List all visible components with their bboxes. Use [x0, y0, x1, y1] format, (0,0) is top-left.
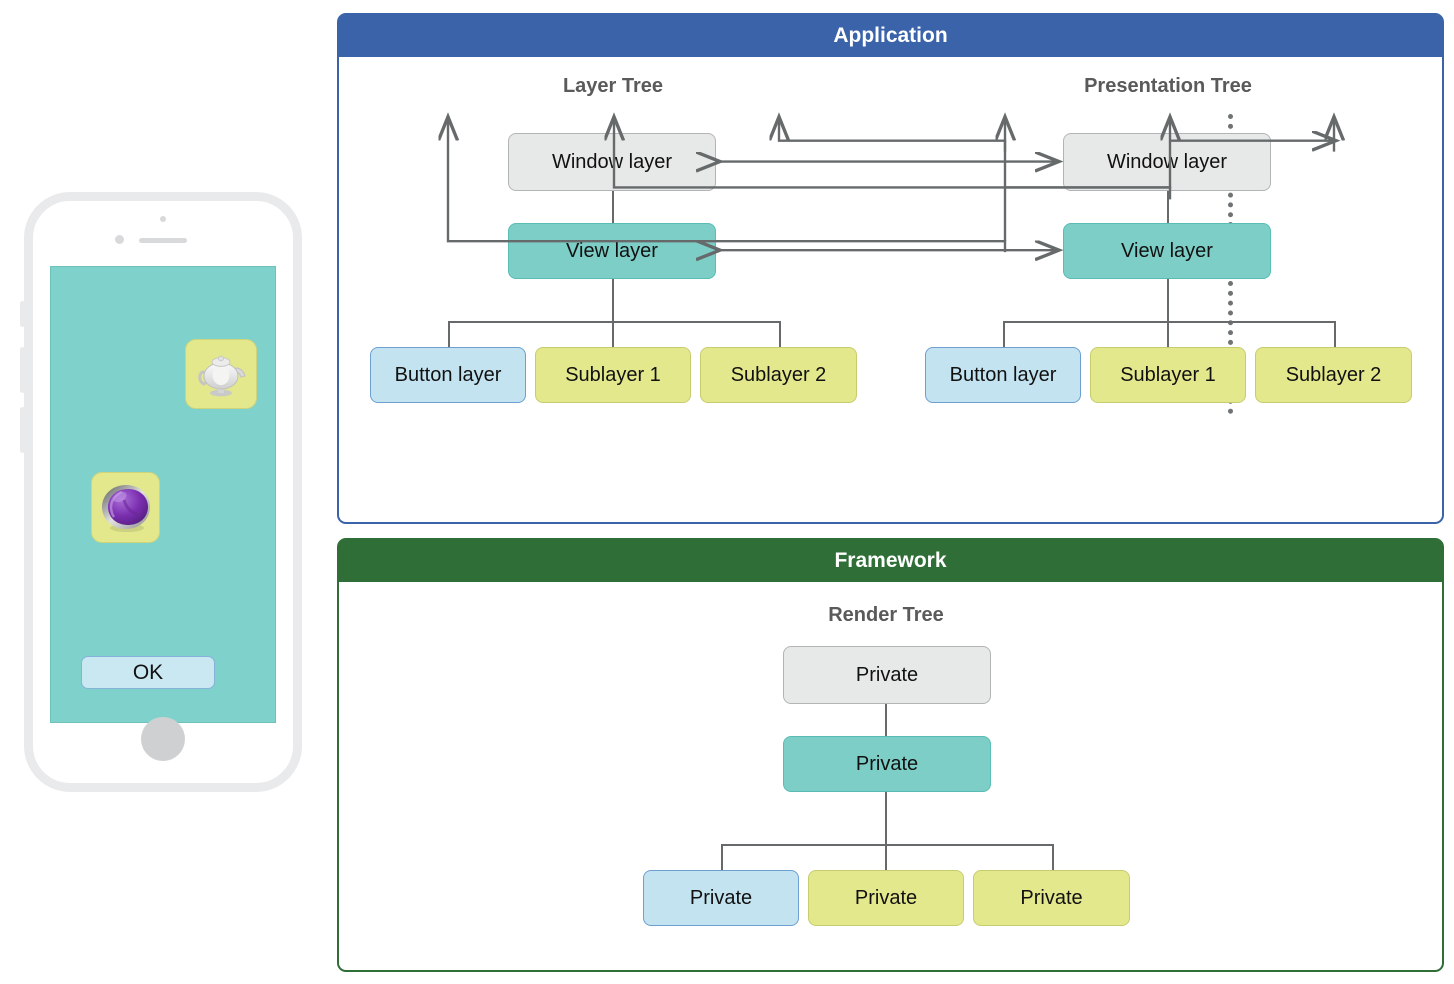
connector-drop-button-left: [448, 321, 450, 347]
framework-panel-title: Framework: [339, 540, 1442, 582]
application-panel-body: Layer Tree Presentation Tree Window laye…: [339, 57, 1442, 522]
connector-drop-sub2-left: [779, 321, 781, 347]
application-panel: Application Layer Tree Presentation Tree…: [337, 13, 1444, 524]
layer-tree-view-node[interactable]: View layer: [508, 223, 716, 279]
presentation-tree-title: Presentation Tree: [1084, 75, 1252, 97]
presentation-tree-window-node[interactable]: Window layer: [1063, 133, 1271, 191]
layer-tree-button-node[interactable]: Button layer: [370, 347, 526, 403]
presentation-tree-view-node[interactable]: View layer: [1063, 223, 1271, 279]
presentation-tree-sublayer2-node[interactable]: Sublayer 2: [1255, 347, 1412, 403]
mute-switch[interactable]: [20, 301, 25, 327]
layer-tree-sublayer2-node[interactable]: Sublayer 2: [700, 347, 857, 403]
render-tree-view-node[interactable]: Private: [783, 736, 991, 792]
layer-tree-title: Layer Tree: [562, 75, 664, 97]
render-tree-child3-node[interactable]: Private: [973, 870, 1130, 926]
connector-drop-button-right: [1003, 321, 1005, 347]
connector-bus-left: [448, 321, 781, 323]
presentation-tree-sublayer1-node[interactable]: Sublayer 1: [1090, 347, 1246, 403]
feedback-arrow-sub2: [779, 117, 1007, 152]
connector-drop-child1-render: [721, 844, 723, 870]
connector-drop-sub1-right: [1167, 321, 1169, 347]
ok-button[interactable]: OK: [81, 656, 215, 689]
earpiece-speaker-icon: [139, 238, 187, 243]
arrows-overlay: [339, 57, 1442, 522]
proximity-sensor-icon: [160, 216, 166, 222]
connector-view-bus-render: [885, 792, 887, 844]
render-tree-title: Render Tree: [828, 604, 944, 626]
framework-panel: Framework Render Tree Private Private Pr…: [337, 538, 1444, 972]
front-camera-icon: [115, 235, 124, 244]
connector-root-view-render: [885, 704, 887, 746]
connector-drop-sub1-left: [612, 321, 614, 347]
presentation-tree-button-node[interactable]: Button layer: [925, 347, 1081, 403]
teapot-icon: [198, 355, 246, 397]
render-tree-root-node[interactable]: Private: [783, 646, 991, 704]
framework-panel-body: Render Tree Private Private Private Priv…: [339, 582, 1442, 970]
phone-screen: OK: [50, 266, 276, 723]
connector-window-view-right: [1167, 191, 1169, 233]
volume-down-button[interactable]: [20, 407, 25, 453]
feedback-arrow-sub2-right-stub: [1334, 141, 1336, 152]
render-tree-child1-node[interactable]: Private: [643, 870, 799, 926]
volume-up-button[interactable]: [20, 347, 25, 393]
connector-bus-render: [721, 844, 1054, 846]
layer-tree-sublayer1-node[interactable]: Sublayer 1: [535, 347, 691, 403]
connector-drop-child3-render: [1052, 844, 1054, 870]
connector-view-bus-left: [612, 279, 614, 321]
connector-drop-sub2-right: [1334, 321, 1336, 347]
home-button[interactable]: [141, 717, 185, 761]
teapot-app-icon[interactable]: [185, 339, 257, 409]
layer-tree-window-node[interactable]: Window layer: [508, 133, 716, 191]
connector-drop-child2-render: [885, 844, 887, 870]
iphone-mockup: OK: [20, 192, 302, 792]
connector-bus-right: [1003, 321, 1336, 323]
render-tree-child2-node[interactable]: Private: [808, 870, 964, 926]
orb-app-icon[interactable]: [91, 472, 160, 543]
application-panel-title: Application: [339, 15, 1442, 57]
orb-icon: [101, 484, 150, 532]
connector-view-bus-right: [1167, 279, 1169, 321]
